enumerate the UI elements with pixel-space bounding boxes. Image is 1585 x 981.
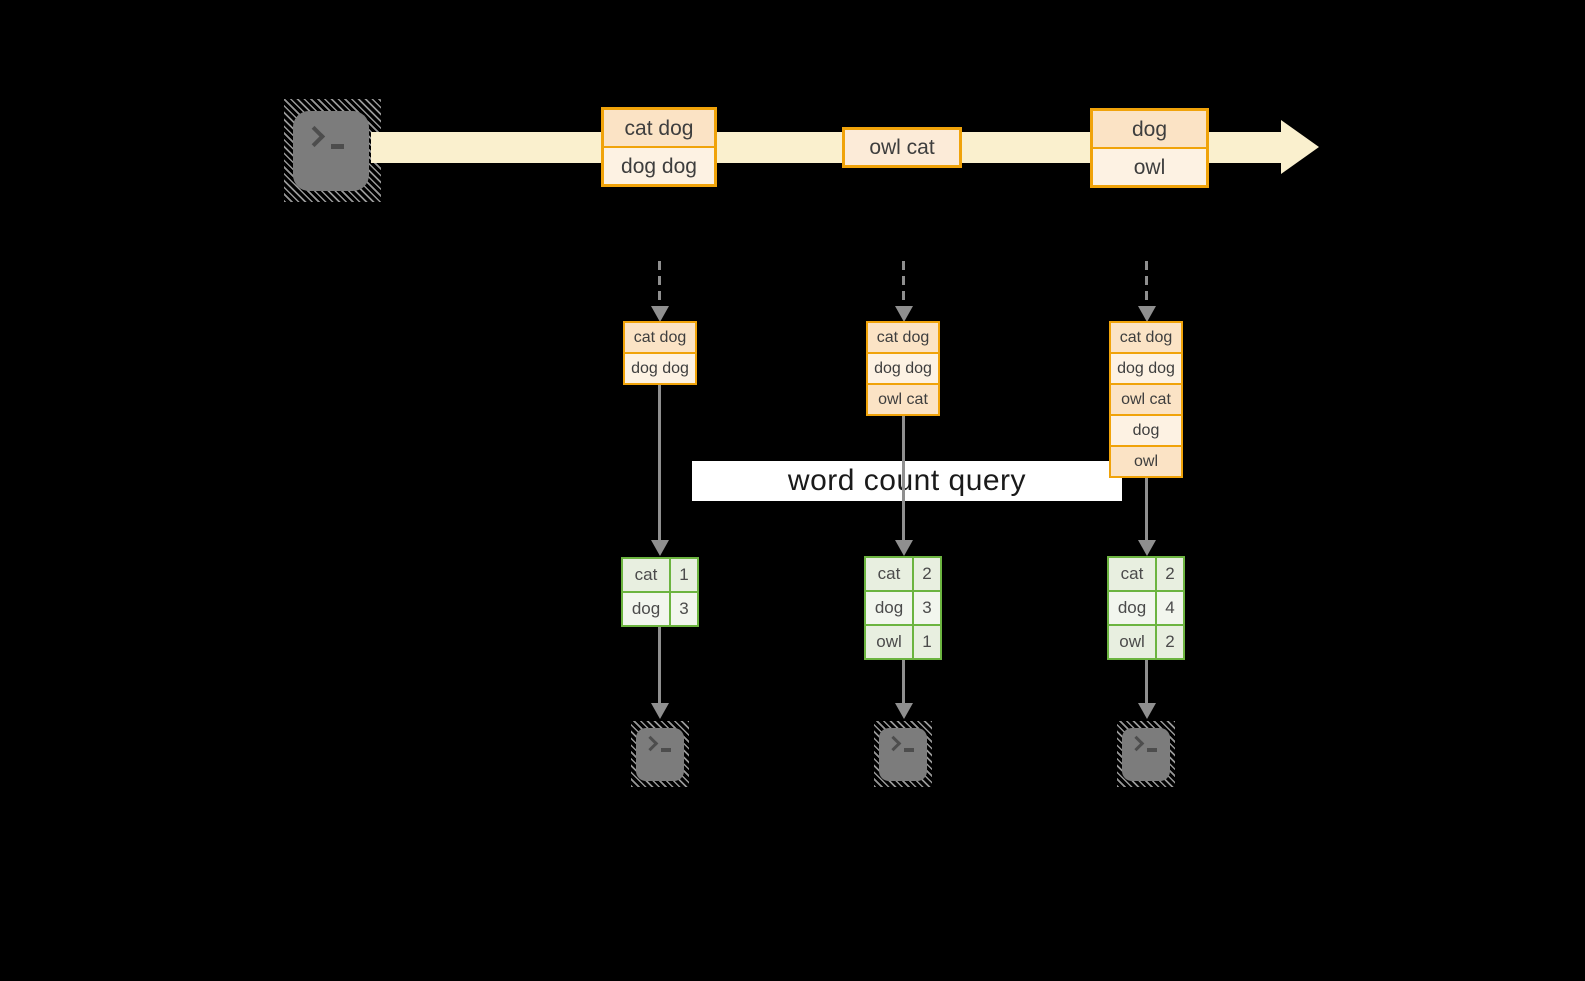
source-terminal-icon	[284, 99, 381, 202]
prompt-chevron-icon	[885, 735, 902, 752]
count-cell: 3	[671, 593, 697, 625]
buffer-row: owl cat	[868, 383, 938, 414]
count-cell: 3	[914, 592, 940, 624]
emit-line	[1145, 660, 1148, 704]
emit-arrowhead-icon	[651, 703, 669, 719]
word-cell: cat	[623, 559, 669, 591]
stream-batch: owl cat	[842, 127, 962, 168]
ingest-dashed-line	[1145, 261, 1148, 307]
query-arrowhead-icon	[1138, 540, 1156, 556]
buffer-row: cat dog	[1111, 323, 1181, 352]
terminal-window	[636, 728, 684, 781]
buffer-row: dog dog	[625, 352, 695, 383]
prompt-chevron-icon	[303, 125, 326, 148]
word-cell: cat	[1109, 558, 1155, 590]
batch-row: dog dog	[604, 146, 714, 184]
count-cell: 2	[1157, 626, 1183, 658]
batch-row: dog	[1093, 111, 1206, 147]
ingest-dashed-line	[658, 261, 661, 307]
buffer-row: owl cat	[1111, 383, 1181, 414]
buffer-row: cat dog	[625, 323, 695, 352]
result-table: cat 1 dog 3	[621, 557, 699, 627]
count-cell: 2	[1157, 558, 1183, 590]
prompt-chevron-icon	[1128, 735, 1145, 752]
buffer-row: dog dog	[1111, 352, 1181, 383]
terminal-window	[293, 111, 369, 191]
buffer-row: cat dog	[868, 323, 938, 352]
terminal-window	[879, 728, 927, 781]
result-table: cat 2 dog 3 owl 1	[864, 556, 942, 660]
buffer-row: dog	[1111, 414, 1181, 445]
prompt-chevron-icon	[642, 735, 659, 752]
word-cell: dog	[623, 593, 669, 625]
buffer-stack: cat dog dog dog	[623, 321, 697, 385]
sink-terminal-icon	[874, 721, 932, 787]
count-cell: 2	[914, 558, 940, 590]
query-arrowhead-icon	[651, 540, 669, 556]
emit-line	[658, 627, 661, 704]
sink-terminal-icon	[1117, 721, 1175, 787]
query-line	[1145, 478, 1148, 542]
word-cell: dog	[866, 592, 912, 624]
prompt-cursor-icon	[1147, 748, 1157, 752]
query-line	[658, 385, 661, 542]
word-cell: owl	[1109, 626, 1155, 658]
count-cell: 1	[671, 559, 697, 591]
stream-batch: cat dog dog dog	[601, 107, 717, 187]
ingest-dashed-line	[902, 261, 905, 307]
query-label-text: word count query	[787, 464, 1027, 497]
word-cell: owl	[866, 626, 912, 658]
stream-batch: dog owl	[1090, 108, 1209, 188]
word-cell: cat	[866, 558, 912, 590]
buffer-stack: cat dog dog dog owl cat	[866, 321, 940, 416]
buffer-stack: cat dog dog dog owl cat dog owl	[1109, 321, 1183, 478]
batch-row: owl cat	[845, 130, 959, 165]
prompt-cursor-icon	[331, 144, 344, 149]
terminal-window	[1122, 728, 1170, 781]
batch-row: owl	[1093, 147, 1206, 185]
ingest-arrowhead-icon	[1138, 306, 1156, 322]
batch-row: cat dog	[604, 110, 714, 146]
query-arrowhead-icon	[895, 540, 913, 556]
stream-arrowhead-icon	[1281, 120, 1319, 174]
emit-arrowhead-icon	[1138, 703, 1156, 719]
word-cell: dog	[1109, 592, 1155, 624]
sink-terminal-icon	[631, 721, 689, 787]
query-label: word count query	[692, 461, 1122, 501]
count-cell: 1	[914, 626, 940, 658]
emit-arrowhead-icon	[895, 703, 913, 719]
buffer-row: owl	[1111, 445, 1181, 476]
count-cell: 4	[1157, 592, 1183, 624]
ingest-arrowhead-icon	[651, 306, 669, 322]
emit-line	[902, 660, 905, 704]
prompt-cursor-icon	[661, 748, 671, 752]
prompt-cursor-icon	[904, 748, 914, 752]
buffer-row: dog dog	[868, 352, 938, 383]
result-table: cat 2 dog 4 owl 2	[1107, 556, 1185, 660]
query-line	[902, 416, 905, 542]
ingest-arrowhead-icon	[895, 306, 913, 322]
